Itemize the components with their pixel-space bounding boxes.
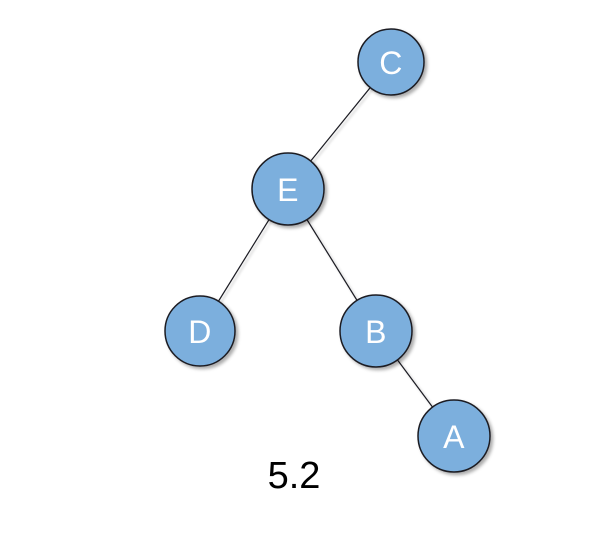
node-C: C (357, 28, 425, 96)
node-B: B (339, 294, 413, 368)
node-circle-A (417, 399, 491, 473)
node-A: A (417, 399, 491, 473)
node-label-E: E (277, 172, 299, 208)
nodes-layer: C E D B A (164, 28, 491, 473)
edges-layer (199, 61, 455, 437)
node-circle-E (251, 152, 325, 226)
node-label-B: B (365, 314, 387, 350)
node-D: D (164, 295, 236, 367)
node-E: E (251, 152, 325, 226)
node-label-C: C (379, 45, 403, 81)
node-label-A: A (443, 419, 465, 455)
node-label-D: D (188, 314, 212, 350)
node-circle-D (164, 295, 236, 367)
node-circle-C (357, 28, 425, 96)
node-circle-B (339, 294, 413, 368)
figure-caption: 5.2 (268, 455, 321, 497)
